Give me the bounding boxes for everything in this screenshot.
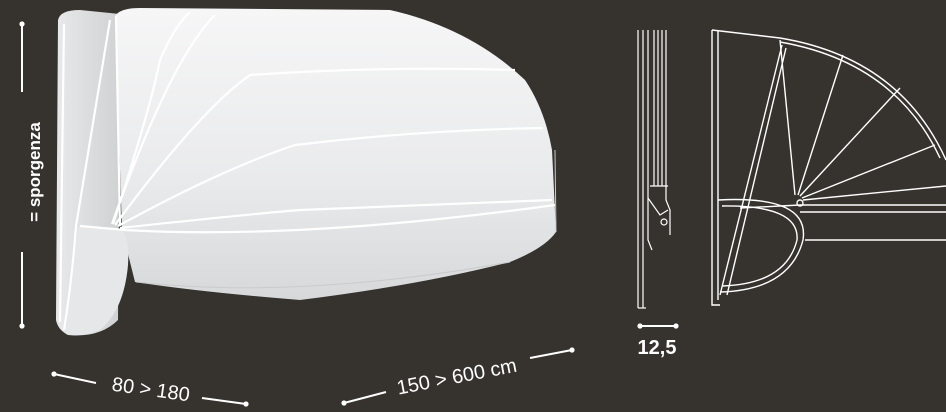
side-section-drawing [711,29,946,306]
rib-front-edge [62,19,112,331]
canopy-illustration [56,8,557,336]
rib-3 [119,198,553,230]
canopy-body [115,8,556,300]
depth-label: 80 > 180 [110,374,191,407]
rib-wall [58,23,66,323]
depth-dimension: 80 > 180 [51,371,249,407]
height-label: = sporgenza [25,122,44,222]
profile-dimension: 12,5 [637,323,679,359]
width-label: 150 > 600 cm [395,355,519,400]
canopy-side-flap [66,226,129,336]
rib-back [114,15,122,227]
canopy-shading [135,149,557,289]
rib-2 [117,126,544,227]
side-profile-drawing [637,30,671,309]
canopy-ribs [58,11,556,331]
rib-1 [114,67,516,226]
rib-5 [111,11,191,225]
rib-bottom [79,203,556,234]
width-dimension: 150 > 600 cm [341,347,575,406]
height-dimension: = sporgenza [19,21,44,329]
profile-label: 12,5 [638,337,677,359]
